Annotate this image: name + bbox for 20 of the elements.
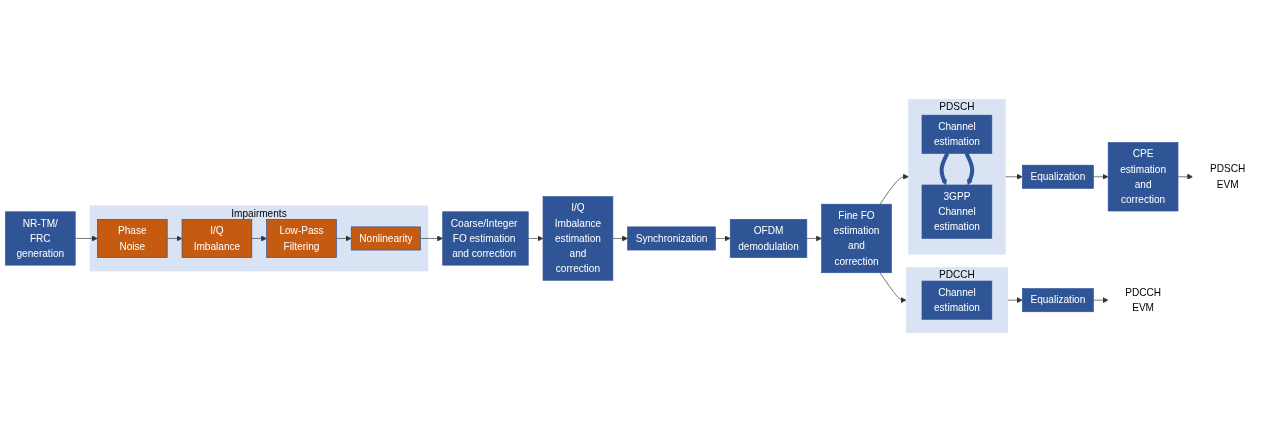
node-box: 3GPP Channel estimation (921, 185, 993, 240)
node-box: Channel estimation (921, 115, 993, 155)
arrow (939, 152, 950, 186)
node-text: PDSCH EVM (1210, 163, 1246, 190)
node-box: Equalization (1022, 165, 1094, 190)
node-box: OFDM demodulation (729, 219, 808, 259)
node-box: Fine FO estimation and correction (821, 204, 892, 274)
node-box: Equalization (1022, 288, 1094, 313)
node-box: Low-Pass Filtering (266, 219, 337, 259)
node-box: I/Q Imbalance (181, 219, 253, 259)
node-box: Phase Noise (97, 219, 168, 259)
node-box: Coarse/Integer FO estimation and correction (442, 211, 529, 266)
arrow (964, 152, 975, 186)
node-box: Channel estimation (921, 281, 993, 321)
node-text: PDCCH EVM (1125, 286, 1161, 314)
node-box: I/Q Imbalance estimation and correction (542, 196, 614, 282)
node-box: CPE estimation and correction (1107, 142, 1179, 212)
node-box: Synchronization (627, 227, 716, 251)
node-box: Nonlinearity (350, 227, 421, 251)
node-box: NR-TM/ FRC generation (5, 211, 76, 266)
